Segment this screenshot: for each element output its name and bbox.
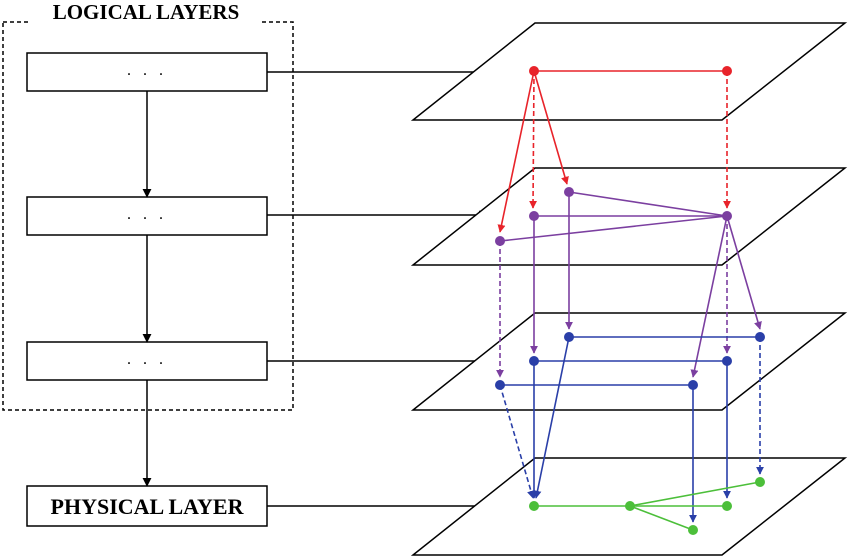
- nodes-physical: [529, 477, 765, 535]
- node: [755, 332, 765, 342]
- nodes-layer-2: [495, 187, 732, 246]
- node: [722, 356, 732, 366]
- node: [755, 477, 765, 487]
- node: [564, 187, 574, 197]
- node: [495, 236, 505, 246]
- node: [722, 501, 732, 511]
- logical-box-2: . . .: [26, 196, 268, 236]
- logical-box-1-label: . . .: [127, 62, 167, 79]
- mapping-arrows: [267, 67, 488, 511]
- layer-3-to-physical-links: [499, 336, 764, 523]
- planes: [410, 22, 848, 556]
- node: [722, 211, 732, 221]
- logical-box-3: . . .: [26, 341, 268, 381]
- node: [529, 501, 539, 511]
- node: [564, 332, 574, 342]
- nodes-layer-3: [495, 332, 765, 390]
- nodes-layer-1: [529, 66, 732, 76]
- layer-2-to-3-links: [496, 192, 762, 378]
- node: [625, 501, 635, 511]
- logical-layers-container: [2, 21, 294, 411]
- logical-layers-title: LOGICAL LAYERS: [53, 0, 240, 24]
- node: [529, 211, 539, 221]
- layer-3-edges: [500, 336, 760, 386]
- node: [688, 525, 698, 535]
- node: [495, 380, 505, 390]
- node: [529, 66, 539, 76]
- logical-box-3-label: . . .: [127, 351, 167, 368]
- layer-1-to-2-links: [497, 70, 731, 233]
- logical-box-1: . . .: [26, 52, 268, 92]
- physical-layer-box: PHYSICAL LAYER: [26, 485, 268, 527]
- node: [529, 356, 539, 366]
- logical-box-2-label: . . .: [127, 206, 167, 223]
- node: [722, 66, 732, 76]
- layer-2-edges: [499, 191, 728, 242]
- physical-layer-label: PHYSICAL LAYER: [51, 494, 245, 519]
- node: [688, 380, 698, 390]
